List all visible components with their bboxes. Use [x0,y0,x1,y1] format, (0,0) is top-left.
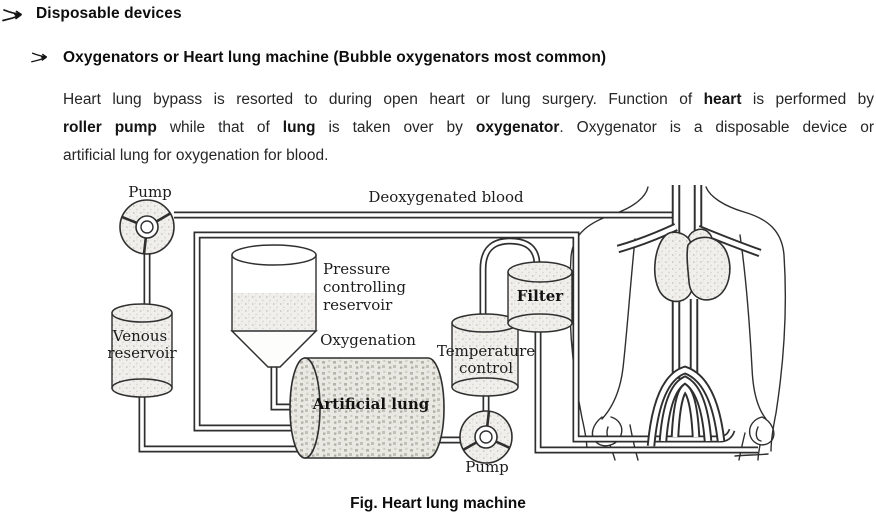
label-pump-bottom: Pump [465,458,509,476]
text-run: Heart lung bypass is resorted to during … [63,91,704,108]
paragraph-line: roller pump while that of lung is taken … [63,114,874,142]
label-temperature-2: control [459,359,513,377]
heart [653,228,731,303]
arrow-bullet-icon [2,9,22,22]
roller-pump-top [119,199,175,255]
section-title: Oxygenators or Heart lung machine (Bubbl… [63,49,607,66]
filter [507,261,573,333]
label-pressure-2: controlling [323,278,406,296]
text-run: . Oxygenator is a disposable device or [559,118,875,136]
pressure-controlling-reservoir [230,244,318,368]
text-run: roller pump [63,118,157,136]
body-paragraph: Heart lung bypass is resorted to during … [63,86,874,169]
label-temperature-1: Temperature [437,342,535,360]
label-filter: Filter [517,287,565,305]
label-deoxygenated-blood: Deoxygenated blood [368,188,524,206]
heart-lung-machine-diagram: Pump Deoxygenated blood Pressure control… [107,183,786,476]
text-run: heart [703,91,742,108]
label-venous-1: Venous [112,327,167,345]
patient-body-outline [569,186,786,461]
artificial-lung [289,357,445,459]
paragraph-line: Heart lung bypass is resorted to during … [63,86,874,114]
heading-disposable-devices: Disposable devices [2,5,182,23]
label-pump-top: Pump [128,183,172,201]
temperature-control [451,313,519,397]
label-pressure-3: reservoir [323,296,393,314]
venous-reservoir [111,303,173,398]
paragraph-line: artificial lung for oxygenation for bloo… [63,142,874,170]
right-hand [748,416,775,446]
label-oxygenation: Oxygenation [320,331,416,349]
arrow-bullet-icon [31,52,48,63]
heading-oxygenators: Oxygenators or Heart lung machine (Bubbl… [31,49,606,67]
blood-vessels [616,185,762,447]
label-pressure-1: Pressure [323,260,390,278]
label-venous-2: reservoir [107,344,177,362]
figure-caption: Fig. Heart lung machine [350,495,526,512]
text-run: while that of [156,118,283,136]
page-title: Disposable devices [36,5,182,22]
text-run: lung [282,118,316,136]
label-artificial-lung: Artificial lung [312,395,430,413]
text-run: oxygenator [475,118,560,136]
text-run: is taken over by [315,118,476,136]
text-run: artificial lung for oxygenation for bloo… [63,146,329,164]
roller-pump-bottom [459,410,513,464]
text-run: is performed by [741,91,874,108]
